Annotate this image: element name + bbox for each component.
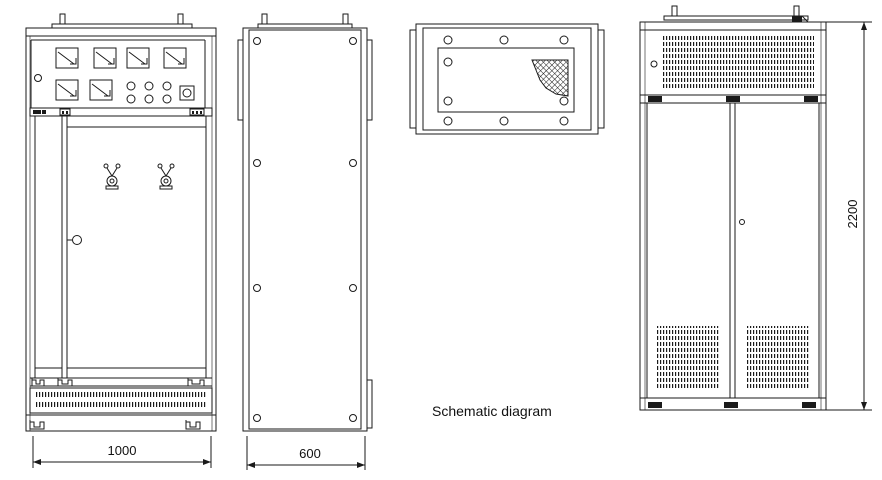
selector-switch-1: [103, 163, 121, 190]
diagram-caption: Schematic diagram: [432, 403, 552, 419]
selector-switch-2: [157, 163, 175, 190]
front-width-dimension: [32, 436, 212, 468]
indicator-lamps: [126, 81, 195, 104]
side-depth-label: 600: [299, 446, 321, 461]
front-view-cabinet: [25, 13, 217, 432]
side-depth-dimension: [246, 436, 366, 470]
top-view-cabinet: [409, 23, 605, 135]
side-view-cabinet: [237, 13, 373, 432]
meter-row-bottom: [55, 79, 113, 101]
front-width-label: 1000: [108, 443, 137, 458]
meter-row-top: [55, 47, 187, 69]
rear-height-dimension: [826, 21, 872, 411]
rear-view-cabinet: [639, 5, 827, 411]
rear-height-label: 2200: [845, 200, 860, 229]
